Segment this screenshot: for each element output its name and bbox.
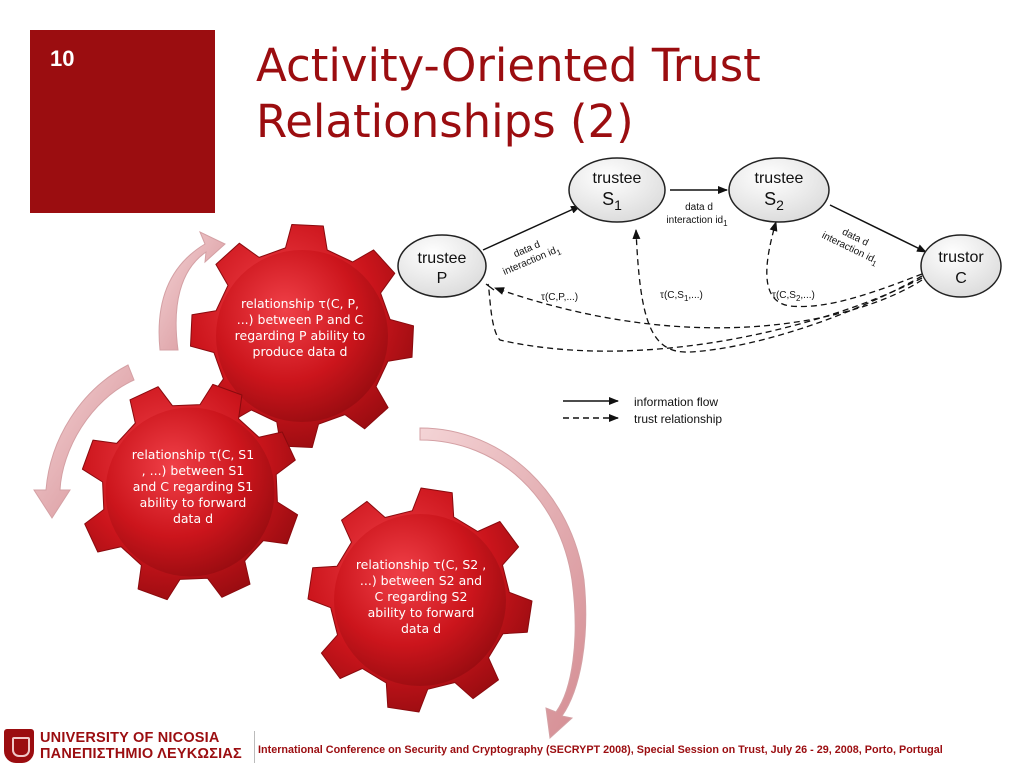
slide-title-line-2: Relationships (2) (256, 95, 634, 148)
node-trustee-s1: trustee S1 (568, 157, 666, 223)
flow-arrow-s2-c (829, 204, 927, 253)
svg-text:S1: S1 (602, 189, 622, 213)
legend: information flow trust relationship (563, 395, 722, 426)
trust-curve-s1 (632, 229, 923, 353)
edge-label-s1-s2: data d interaction id1 (666, 202, 728, 228)
node-p-line1: trustee (418, 250, 467, 267)
svg-text:interaction id1: interaction id1 (666, 215, 728, 228)
university-logo: UNIVERSITY OF NICOSIA ΠΑΝΕΠΙΣΤΗΜΙΟ ΛΕΥΚΩ… (4, 727, 254, 765)
network-diagram: trustee P trustee S1 trustee S2 trustor … (397, 157, 1002, 426)
trust-label-s1-sub: 1 (684, 294, 689, 303)
trust-curve-p (487, 277, 923, 352)
node-s1-line1: trustee (593, 170, 642, 187)
edge-s2-c-sub: 1 (870, 259, 878, 269)
gear-text-s1: relationship τ(C, S1 , ...) between S1 a… (131, 447, 255, 526)
gear-text-p: relationship τ(C, P, ...) between P and … (234, 296, 366, 359)
trust-label-s1-post: ,...) (688, 290, 702, 301)
cycle-arrow-top (158, 230, 226, 351)
gear-p-hub (215, 249, 389, 423)
slide-number-box: 10 (30, 30, 215, 213)
trust-label-s1: τ(C,S1,...) (660, 290, 703, 303)
edge-p-s1-sub: 1 (555, 247, 563, 257)
trust-label-s2: τ(C,S2,...) (772, 290, 815, 303)
trust-label-s2-post: ,...) (800, 290, 814, 301)
node-s2-line1: trustee (755, 170, 804, 187)
node-trustor-c: trustor C (920, 234, 1002, 298)
trust-curve-p-tail (485, 283, 495, 291)
logo-line-1: UNIVERSITY OF NICOSIA (40, 730, 220, 746)
legend-info-flow: information flow (634, 395, 718, 409)
node-p-line2: P (437, 270, 448, 287)
legend-trust-rel: trust relationship (634, 412, 722, 426)
slide-title: Activity-Oriented Trust Relationships (2… (256, 38, 956, 150)
node-trustee-p: trustee P (397, 234, 487, 298)
node-trustee-s2: trustee S2 (728, 157, 830, 223)
logo-line-2: ΠΑΝΕΠΙΣΤΗΜΙΟ ΛΕΥΚΩΣΙΑΣ (40, 746, 242, 762)
slide-number: 10 (50, 46, 75, 71)
node-s2-line2: S (764, 189, 776, 209)
footer-separator (254, 731, 255, 763)
trust-label-s2-sub: 2 (796, 294, 801, 303)
edge-s1-s2-sub: 1 (723, 219, 728, 228)
gear-s2-hub (333, 513, 507, 687)
gear-s1-hub (105, 407, 275, 577)
slide-title-line-1: Activity-Oriented Trust (256, 39, 761, 92)
trust-curve-p-arrow (494, 279, 923, 329)
gear-text-s2: relationship τ(C, S2 , ...) between S2 a… (355, 557, 487, 636)
cycle-arrow-right (419, 427, 587, 740)
trust-label-s2-pre: τ(C,S (772, 290, 796, 301)
svg-text:S2: S2 (764, 189, 784, 213)
edge-s1-s2-line2: interaction id (666, 215, 723, 226)
edge-s1-s2-line1: data d (685, 202, 713, 213)
trust-label-p: τ(C,P,...) (541, 292, 578, 303)
node-s1-sub: 1 (614, 197, 622, 213)
flow-arrow-p-s1 (482, 205, 581, 251)
trust-label-s1-pre: τ(C,S (660, 290, 684, 301)
footer-conference: International Conference on Security and… (258, 744, 943, 756)
node-c-line2: C (955, 270, 967, 287)
trust-curve-s2 (766, 221, 923, 308)
university-shield-icon (4, 729, 34, 763)
node-s1-line2: S (602, 189, 614, 209)
cycle-arrow-left (33, 364, 135, 519)
node-c-line1: trustor (938, 249, 984, 266)
node-s2-sub: 2 (776, 197, 784, 213)
